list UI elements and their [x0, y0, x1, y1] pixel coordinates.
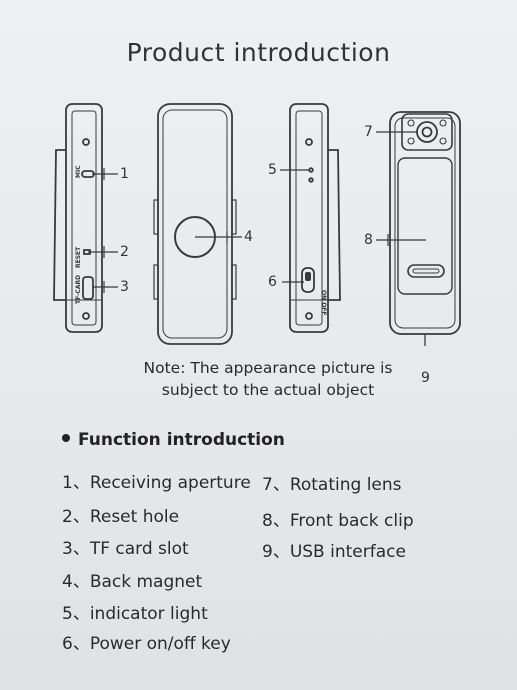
callout-6: 6 [268, 274, 277, 290]
callout-1: 1 [120, 166, 129, 182]
callout-3: 3 [120, 279, 129, 295]
callout-4: 4 [244, 229, 253, 245]
function-item-4: 4、Back magnet [62, 572, 203, 592]
bullet-icon [62, 434, 70, 442]
callout-5: 5 [268, 162, 277, 178]
function-item-1: 1、Receiving aperture [62, 473, 251, 493]
callout-2: 2 [120, 244, 129, 260]
device-side-view-left [53, 103, 103, 333]
device-front-view [389, 111, 461, 346]
function-item-8: 8、Front back clip [262, 511, 414, 531]
function-item-9: 9、USB interface [262, 542, 406, 562]
reset-label: RESET [75, 246, 82, 268]
function-item-5: 5、indicator light [62, 604, 208, 624]
function-item-2: 2、Reset hole [62, 507, 180, 527]
function-item-6: 6、Power on/off key [62, 634, 231, 654]
tf-card-label: TF-CARD [75, 275, 82, 304]
function-item-3: 3、TF card slot [62, 539, 189, 559]
callout-7: 7 [364, 124, 373, 140]
callout-8: 8 [364, 232, 373, 248]
leader-lines [88, 131, 426, 293]
page-title: Product introduction [126, 38, 391, 67]
function-introduction-heading: Function introduction [62, 430, 285, 450]
on-off-label: ON OFF [320, 290, 327, 316]
device-back-view [153, 103, 237, 345]
note-line-1: Note: The appearance picture is [143, 359, 393, 377]
function-item-7: 7、Rotating lens [262, 475, 402, 495]
note-line-2: subject to the actual object [161, 381, 375, 399]
device-side-view-right [289, 103, 341, 333]
section-heading-text: Function introduction [78, 430, 285, 450]
mic-label: MIC [75, 165, 82, 178]
appearance-note: Note: The appearance picture is subject … [118, 357, 418, 401]
callout-9: 9 [421, 370, 430, 386]
